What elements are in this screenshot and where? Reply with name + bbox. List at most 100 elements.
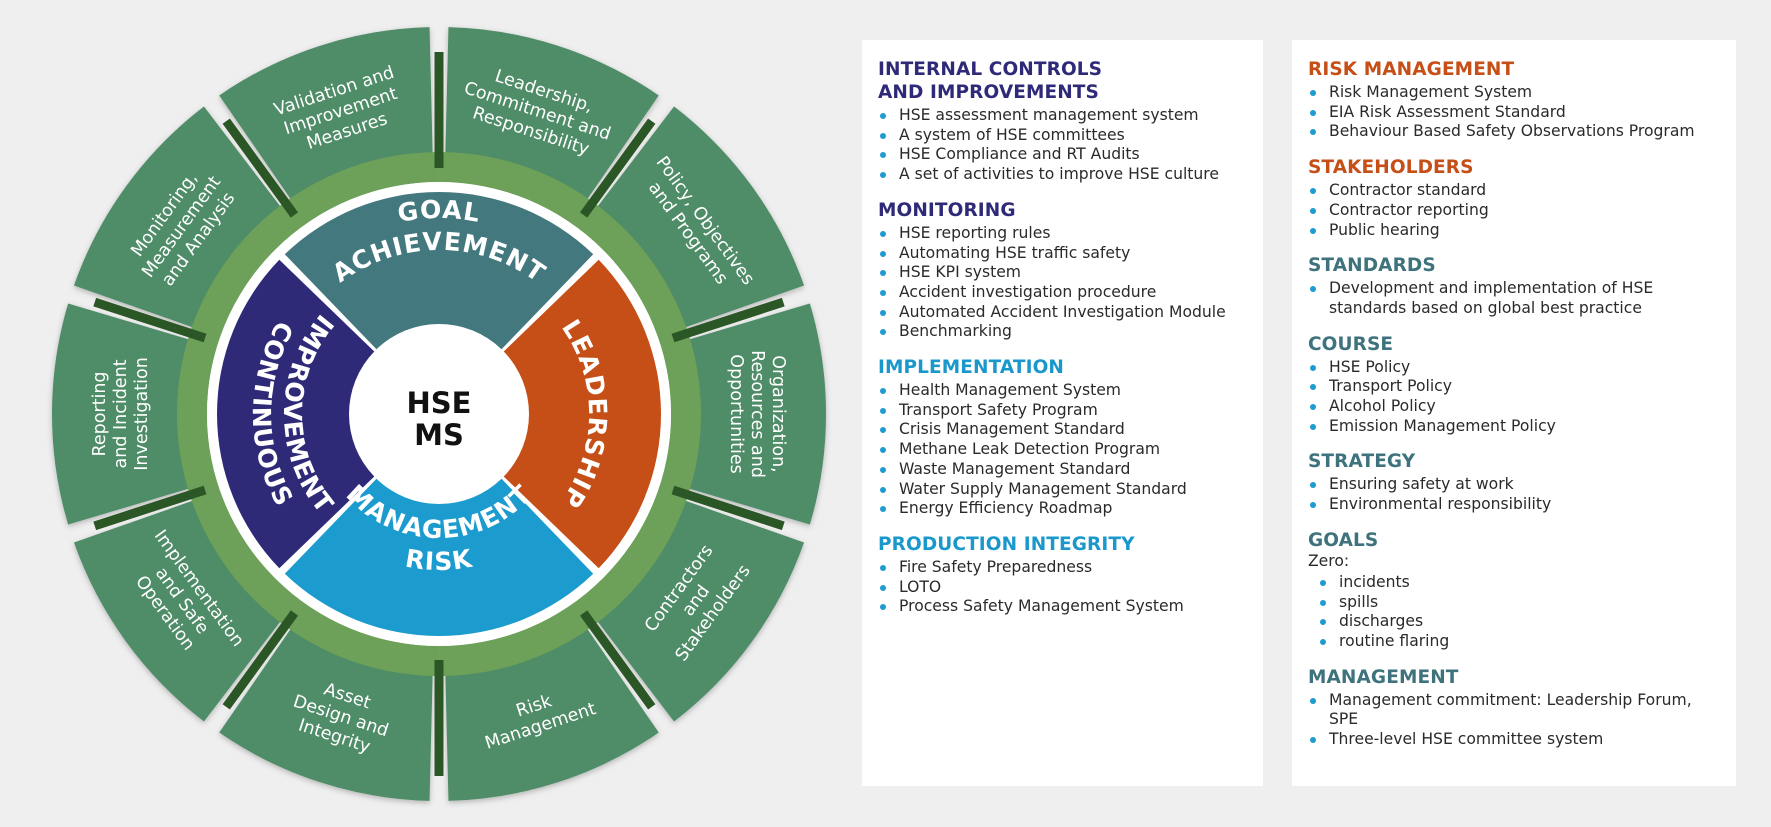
list-item: Automating HSE traffic safety <box>878 244 1247 264</box>
list-item: Behaviour Based Safety Observations Prog… <box>1308 122 1720 142</box>
list-item: HSE Compliance and RT Audits <box>878 145 1247 165</box>
list-item: Alcohol Policy <box>1308 397 1720 417</box>
list-item: HSE Policy <box>1308 358 1720 378</box>
section-title: RISK MANAGEMENT <box>1308 59 1515 80</box>
list-item: Public hearing <box>1308 221 1720 241</box>
outer-dividers <box>93 52 785 776</box>
list-item: Methane Leak Detection Program <box>878 440 1247 460</box>
outer-label-line: Organization, <box>768 355 788 472</box>
list-item: Contractor standard <box>1308 181 1720 201</box>
list-item: HSE reporting rules <box>878 224 1247 244</box>
section-title: INTERNAL CONTROLS AND IMPROVEMENTS <box>878 59 1103 103</box>
quadrant-label-risk-line-1: RISK <box>403 544 475 577</box>
list-item: incidents <box>1308 573 1720 593</box>
list-item: A system of HSE committees <box>878 126 1247 146</box>
list-item: Ensuring safety at work <box>1308 475 1720 495</box>
quadrant-goal <box>284 191 594 350</box>
section-title: IMPLEMENTATION <box>878 357 1064 379</box>
outer-divider-8 <box>93 297 207 343</box>
list-item: Benchmarking <box>878 322 1247 342</box>
outer-divider-6 <box>222 610 299 710</box>
center-label-line-1: HSE <box>407 386 472 420</box>
section-title: MONITORING <box>878 199 1016 221</box>
section-title: COURSE <box>1308 333 1394 355</box>
list-item: routine flaring <box>1308 632 1720 652</box>
list-item: discharges <box>1308 612 1720 632</box>
section-title: STRATEGY <box>1308 451 1416 473</box>
section-title: STANDARDS <box>1308 255 1436 277</box>
list-item: Management commitment: Leadership Forum,… <box>1308 691 1720 730</box>
list-item: Energy Efficiency Roadmap <box>878 499 1247 519</box>
section-management: MANAGEMENT Management commitment: Leaders… <box>1308 666 1720 750</box>
list-item: A set of activities to improve HSE cultu… <box>878 165 1247 185</box>
section-title: STAKEHOLDERS <box>1308 157 1474 179</box>
list-item: Fire Safety Preparedness <box>878 558 1247 578</box>
list-item: HSE assessment management system <box>878 106 1247 126</box>
list-item: Process Safety Management System <box>878 597 1247 617</box>
list-item: spills <box>1308 593 1720 613</box>
core-quadrants <box>217 191 661 636</box>
list-item: Three-level HSE committee system <box>1308 730 1720 750</box>
list-item: Waste Management Standard <box>878 460 1247 480</box>
section-title: GOALS <box>1308 529 1379 551</box>
outer-divider-9 <box>222 118 299 218</box>
section-title: MANAGEMENT <box>1308 666 1459 688</box>
list-item: Emission Management Policy <box>1308 417 1720 437</box>
outer-divider-4 <box>579 610 656 710</box>
list-item: EIA Risk Assessment Standard <box>1308 103 1720 123</box>
quadrant-label-goal-line-1-path: GOAL <box>396 195 482 228</box>
list-item: Accident investigation procedure <box>878 283 1247 303</box>
list-item: Health Management System <box>878 381 1247 401</box>
outer-segment-organization-resources <box>667 303 826 525</box>
outer-divider-2 <box>671 297 785 343</box>
outer-label-line: Reporting <box>90 371 110 456</box>
quadrant-label-goal-line-1: GOAL <box>396 195 483 228</box>
outer-label-line: Resources and <box>747 350 767 478</box>
section-title: PRODUCTION INTEGRITY <box>878 533 1135 555</box>
list-item: Water Supply Management Standard <box>878 480 1247 500</box>
band-half-right <box>439 151 702 676</box>
outer-label-line: Investigation <box>132 357 152 471</box>
quadrant-improvement <box>217 259 375 569</box>
list-item: Automated Accident Investigation Module <box>878 303 1247 323</box>
list-item: Risk Management System <box>1308 83 1720 103</box>
list-item: Development and implementation of HSE st… <box>1308 279 1720 318</box>
outer-label-line: Opportunities <box>726 354 746 473</box>
quadrant-leadership <box>503 259 661 569</box>
outer-label-line: and Incident <box>111 359 131 468</box>
outer-segment-reporting-investigation <box>51 303 211 525</box>
list-item: Transport Safety Program <box>878 401 1247 421</box>
section-list: Development and implementation of HSE st… <box>1308 279 1720 318</box>
list-item: Crisis Management Standard <box>878 420 1247 440</box>
list-item: HSE KPI system <box>878 263 1247 283</box>
section-lead-text: Zero: <box>1308 551 1350 570</box>
list-item: Environmental responsibility <box>1308 495 1720 515</box>
quadrant-risk <box>284 478 594 636</box>
outer-divider-3 <box>671 485 785 531</box>
center-hub <box>355 330 523 498</box>
center-label-line-2: MS <box>414 418 464 452</box>
hse-wheel-diagram: Leadership,Commitment andResponsibilityP… <box>51 27 826 801</box>
list-item: Contractor reporting <box>1308 201 1720 221</box>
